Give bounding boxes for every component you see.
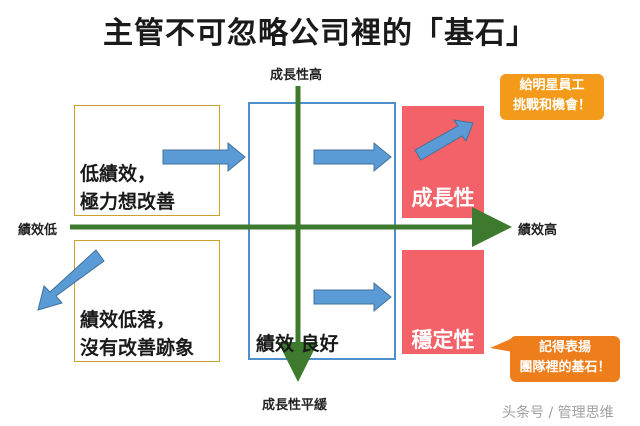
callout-top-line-2: 挑戰和機會！ (512, 98, 591, 113)
bottom-left-line-2: 沒有改善跡象 (80, 337, 195, 359)
bottom-left-quadrant-text: 績效低落， 沒有改善跡象 (80, 306, 194, 362)
callout-bottom: 記得表揚 團隊裡的基石！ (510, 336, 620, 382)
callout-bottom-pointer (490, 338, 513, 352)
arrow-right-top-left (162, 141, 246, 173)
arrow-diagonal-down (37, 249, 105, 311)
arrow-right-top-middle (313, 141, 392, 173)
axis-label-bottom: 成長性平緩 (262, 398, 328, 413)
callout-top-line-1: 給明星員工 (519, 78, 585, 93)
axis-label-right: 績效高 (518, 223, 558, 238)
axis-label-top: 成長性高 (270, 68, 323, 83)
middle-blue-box (248, 102, 396, 360)
top-left-line-2: 極力想改善 (80, 191, 176, 213)
arrow-right-bottom-middle (313, 281, 392, 313)
top-left-quadrant-text: 低績效， 極力想改善 (80, 160, 175, 216)
callout-top: 給明星員工 挑戰和機會！ (500, 74, 604, 120)
watermark: 头条号 / 管理思维 (502, 405, 614, 421)
stable-highlight-box: 穩定性 (402, 250, 484, 354)
growth-label: 成長性 (411, 186, 475, 210)
axis-label-left: 績效低 (18, 223, 58, 238)
stable-label: 穩定性 (411, 328, 475, 352)
arrow-diagonal-up (414, 119, 474, 161)
callout-bottom-line-1: 記得表揚 (538, 340, 591, 355)
bottom-left-quadrant-box (74, 240, 220, 362)
top-left-line-1: 低績效， (80, 163, 157, 185)
bottom-left-line-1: 績效低落， (80, 309, 176, 331)
page-title: 主管不可忽略公司裡的「基石」 (103, 16, 537, 51)
callout-bottom-line-2: 團隊裡的基石！ (519, 360, 611, 375)
bottom-center-quadrant-text: 績效 良好 (256, 333, 339, 355)
